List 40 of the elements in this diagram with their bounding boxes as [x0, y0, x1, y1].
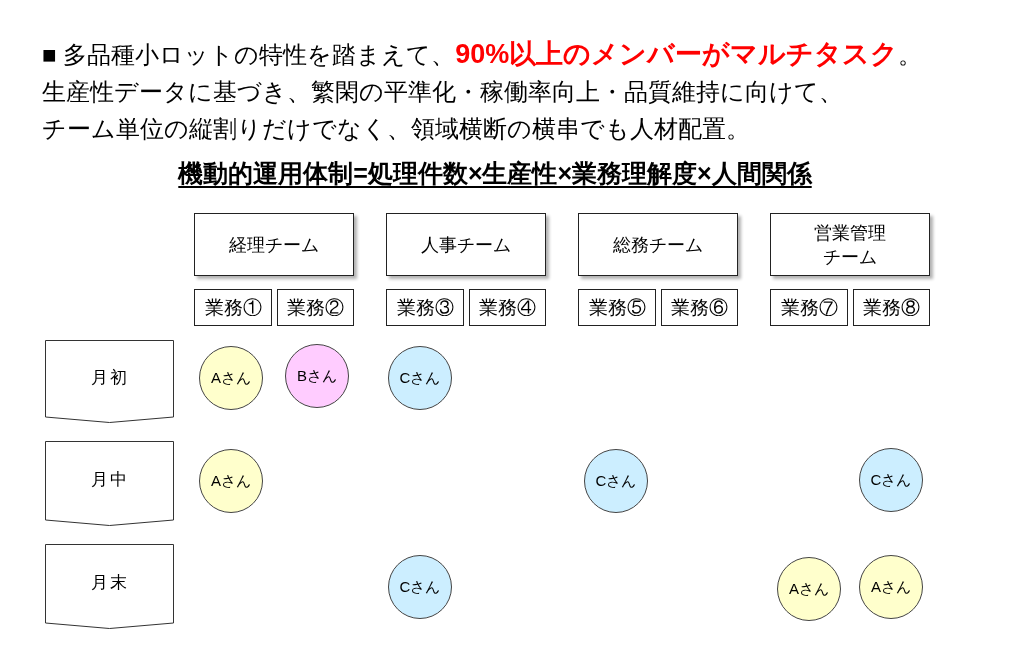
intro-text: 生産性データに基づき、繁閑の平準化・稼働率向上・品質維持に向けて、 — [42, 77, 844, 107]
person-name: Cさん — [399, 577, 441, 597]
task-box — [661, 289, 738, 326]
person-name: Aさん — [211, 368, 251, 388]
person-name: Cさん — [870, 470, 912, 490]
person-name: Aさん — [871, 577, 911, 597]
task-name: 業務⑧ — [863, 296, 920, 319]
task-box — [853, 289, 930, 326]
period-label: 月中 — [90, 468, 129, 491]
task-name: 業務④ — [479, 296, 536, 319]
task-name: 業務⑦ — [780, 296, 838, 319]
intro-text: チーム単位の縦割りだけでなく、領域横断の横串でも人材配置。 — [42, 114, 751, 144]
person-name: Bさん — [297, 366, 337, 386]
team-box — [386, 213, 546, 276]
task-name: 業務⑤ — [588, 296, 646, 319]
task-box — [578, 289, 656, 326]
team-box — [578, 213, 738, 276]
period-label: 月初 — [90, 366, 129, 389]
team-box — [194, 213, 354, 276]
formula-heading: 機動的運用体制=処理件数×生産性×業務理解度×人間関係 — [178, 158, 812, 189]
task-name: 業務⑥ — [671, 296, 728, 319]
task-box — [277, 289, 354, 326]
team-name: 経理チーム — [229, 233, 319, 257]
person-name: Cさん — [595, 471, 637, 491]
task-box — [770, 289, 848, 326]
task-box — [386, 289, 464, 326]
task-box — [194, 289, 272, 326]
task-box — [469, 289, 546, 326]
team-name: 営業管理チーム — [813, 221, 887, 269]
period-label: 月末 — [90, 571, 129, 594]
task-name: 業務① — [204, 296, 262, 319]
task-name: 業務② — [287, 296, 344, 319]
person-name: Aさん — [789, 579, 829, 599]
team-box — [770, 213, 930, 276]
person-name: Aさん — [211, 471, 251, 491]
team-name: 人事チーム — [421, 233, 511, 257]
intro-text: ■ 多品種小ロットの特性を踏まえて、90%以上のメンバーがマルチタスク。 — [42, 38, 923, 71]
team-name: 総務チーム — [613, 233, 703, 257]
person-name: Cさん — [399, 368, 441, 388]
task-name: 業務③ — [396, 296, 454, 319]
